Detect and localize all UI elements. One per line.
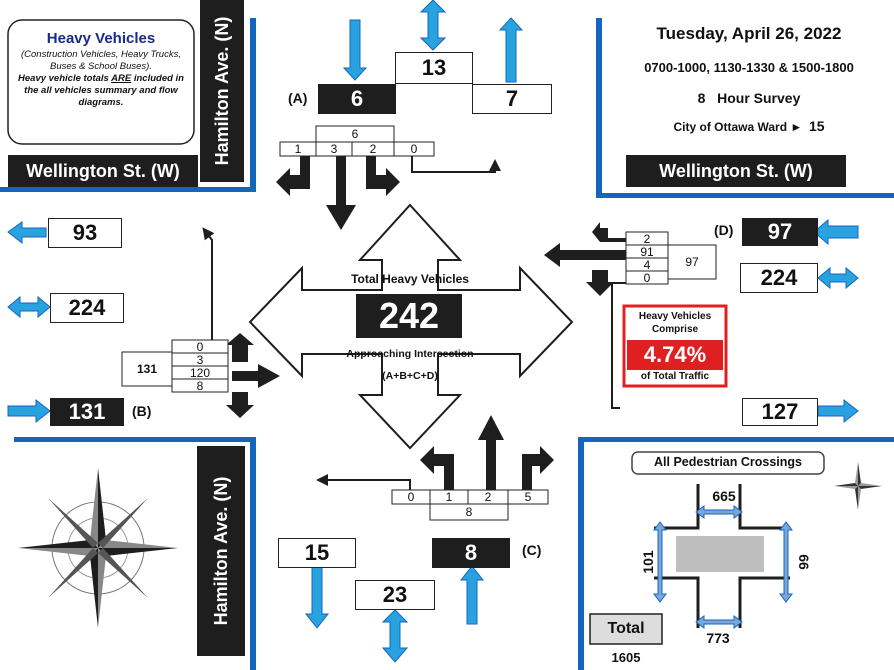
pedestrian-title: All Pedestrian Crossings (632, 455, 824, 469)
north-table-total: 6 (316, 127, 394, 141)
north-departing-volume: 7 (472, 84, 552, 114)
pedestrian-south-count: 773 (698, 630, 738, 646)
east-outbound-blue-arrow (818, 400, 858, 422)
comprise-percent: 4.74% (627, 340, 723, 370)
ew-street-label-top-left: Wellington St. (W) (8, 155, 198, 187)
legend-note-a: Heavy vehicle totals (18, 73, 111, 84)
west-approach-volume: 131 (50, 398, 124, 426)
west-approach-label: (B) (132, 403, 151, 419)
south-two-way-volume: 23 (355, 580, 435, 610)
legend-text: Heavy Vehicles (Construction Vehicles, H… (12, 30, 190, 109)
survey-hours-num: 8 (698, 90, 706, 106)
south-inbound-blue-arrow (461, 566, 483, 624)
center-title: Total Heavy Vehicles (320, 272, 500, 286)
legend-note: Heavy vehicle totals ARE included in the… (12, 73, 190, 109)
east-movement-through: 91 (626, 245, 668, 259)
pedestrian-total-count: 1605 (590, 650, 662, 665)
west-movement-left: 3 (172, 353, 228, 367)
east-approach-label: (D) (714, 222, 733, 238)
survey-hours: 8 Hour Survey (604, 90, 894, 106)
west-departing-volume: 93 (48, 218, 122, 248)
north-outbound-blue-arrow (500, 18, 522, 82)
east-inbound-blue-arrow (814, 220, 858, 244)
center-subtitle: Approaching Intersection (320, 348, 500, 360)
compass-small-icon (834, 462, 882, 510)
compass-large-icon (18, 468, 178, 628)
west-inbound-blue-arrow (8, 400, 50, 422)
north-two-way-volume: 13 (395, 52, 473, 84)
survey-date: Tuesday, April 26, 2022 (604, 24, 894, 44)
south-movement-through: 2 (468, 490, 508, 504)
south-movement-left: 1 (430, 490, 468, 504)
east-movement-uturn: 0 (626, 271, 668, 285)
survey-hours-text: Hour Survey (717, 90, 800, 106)
south-twoway-blue-arrow (383, 610, 407, 662)
legend-title: Heavy Vehicles (12, 30, 190, 47)
east-departing-volume: 127 (742, 398, 818, 426)
west-movement-through: 120 (172, 366, 228, 380)
comprise-line2: Comprise (624, 324, 726, 335)
center-formula: (A+B+C+D) (320, 370, 500, 382)
east-twoway-blue-arrow (818, 268, 858, 288)
south-movement-uturn: 0 (392, 490, 430, 504)
south-outbound-blue-arrow (306, 560, 328, 628)
north-twoway-blue-arrow (421, 0, 445, 50)
south-table-total: 8 (430, 505, 508, 519)
east-table-total: 97 (668, 255, 716, 269)
comprise-line1: Heavy Vehicles (624, 311, 726, 322)
legend-note-are: ARE (111, 73, 131, 84)
ns-street-label-top: Hamilton Ave. (N) (209, 0, 235, 182)
south-movement-arrows (322, 415, 554, 490)
south-departing-volume: 15 (278, 538, 356, 568)
pedestrian-total-label: Total (590, 614, 662, 644)
west-movement-uturn: 0 (172, 340, 228, 354)
pedestrian-north-count: 665 (704, 488, 744, 504)
ew-street-label-top-right: Wellington St. (W) (626, 155, 846, 187)
east-movement-left: 4 (626, 258, 668, 272)
west-twoway-blue-arrow (8, 297, 50, 317)
north-movement-right: 2 (352, 142, 394, 156)
south-approach-volume: 8 (432, 538, 510, 568)
east-movement-right: 2 (626, 232, 668, 246)
center-total-volume: 242 (356, 294, 462, 338)
north-inbound-blue-arrow (344, 20, 366, 80)
comprise-line3: of Total Traffic (624, 371, 726, 382)
north-movement-left: 1 (280, 142, 316, 156)
pedestrian-east-count: 66 (796, 542, 812, 582)
north-movement-arrows (276, 156, 495, 230)
north-approach-volume: 6 (318, 84, 396, 114)
survey-periods: 0700-1000, 1130-1330 & 1500-1800 (604, 60, 894, 75)
north-approach-label: (A) (288, 90, 307, 106)
south-movement-right: 5 (508, 490, 548, 504)
west-movement-right: 8 (172, 379, 228, 393)
north-movement-uturn: 0 (394, 142, 434, 156)
legend-description: (Construction Vehicles, Heavy Trucks, Bu… (12, 49, 190, 73)
ward-info: City of Ottawa Ward ► 15 (604, 118, 894, 134)
ward-number: 15 (809, 118, 825, 134)
east-approach-volume: 97 (742, 218, 818, 246)
pedestrian-crowd-image (676, 536, 764, 572)
east-two-way-volume: 224 (740, 263, 818, 293)
south-approach-label: (C) (522, 542, 541, 558)
ns-street-label-bottom: Hamilton Ave. (N) (208, 446, 234, 656)
ward-label: City of Ottawa Ward ► (673, 120, 802, 134)
north-movement-through: 3 (316, 142, 352, 156)
west-table-total: 131 (122, 362, 172, 376)
pedestrian-west-count: 101 (640, 542, 656, 582)
west-outbound-blue-arrow (8, 222, 46, 243)
west-two-way-volume: 224 (50, 293, 124, 323)
